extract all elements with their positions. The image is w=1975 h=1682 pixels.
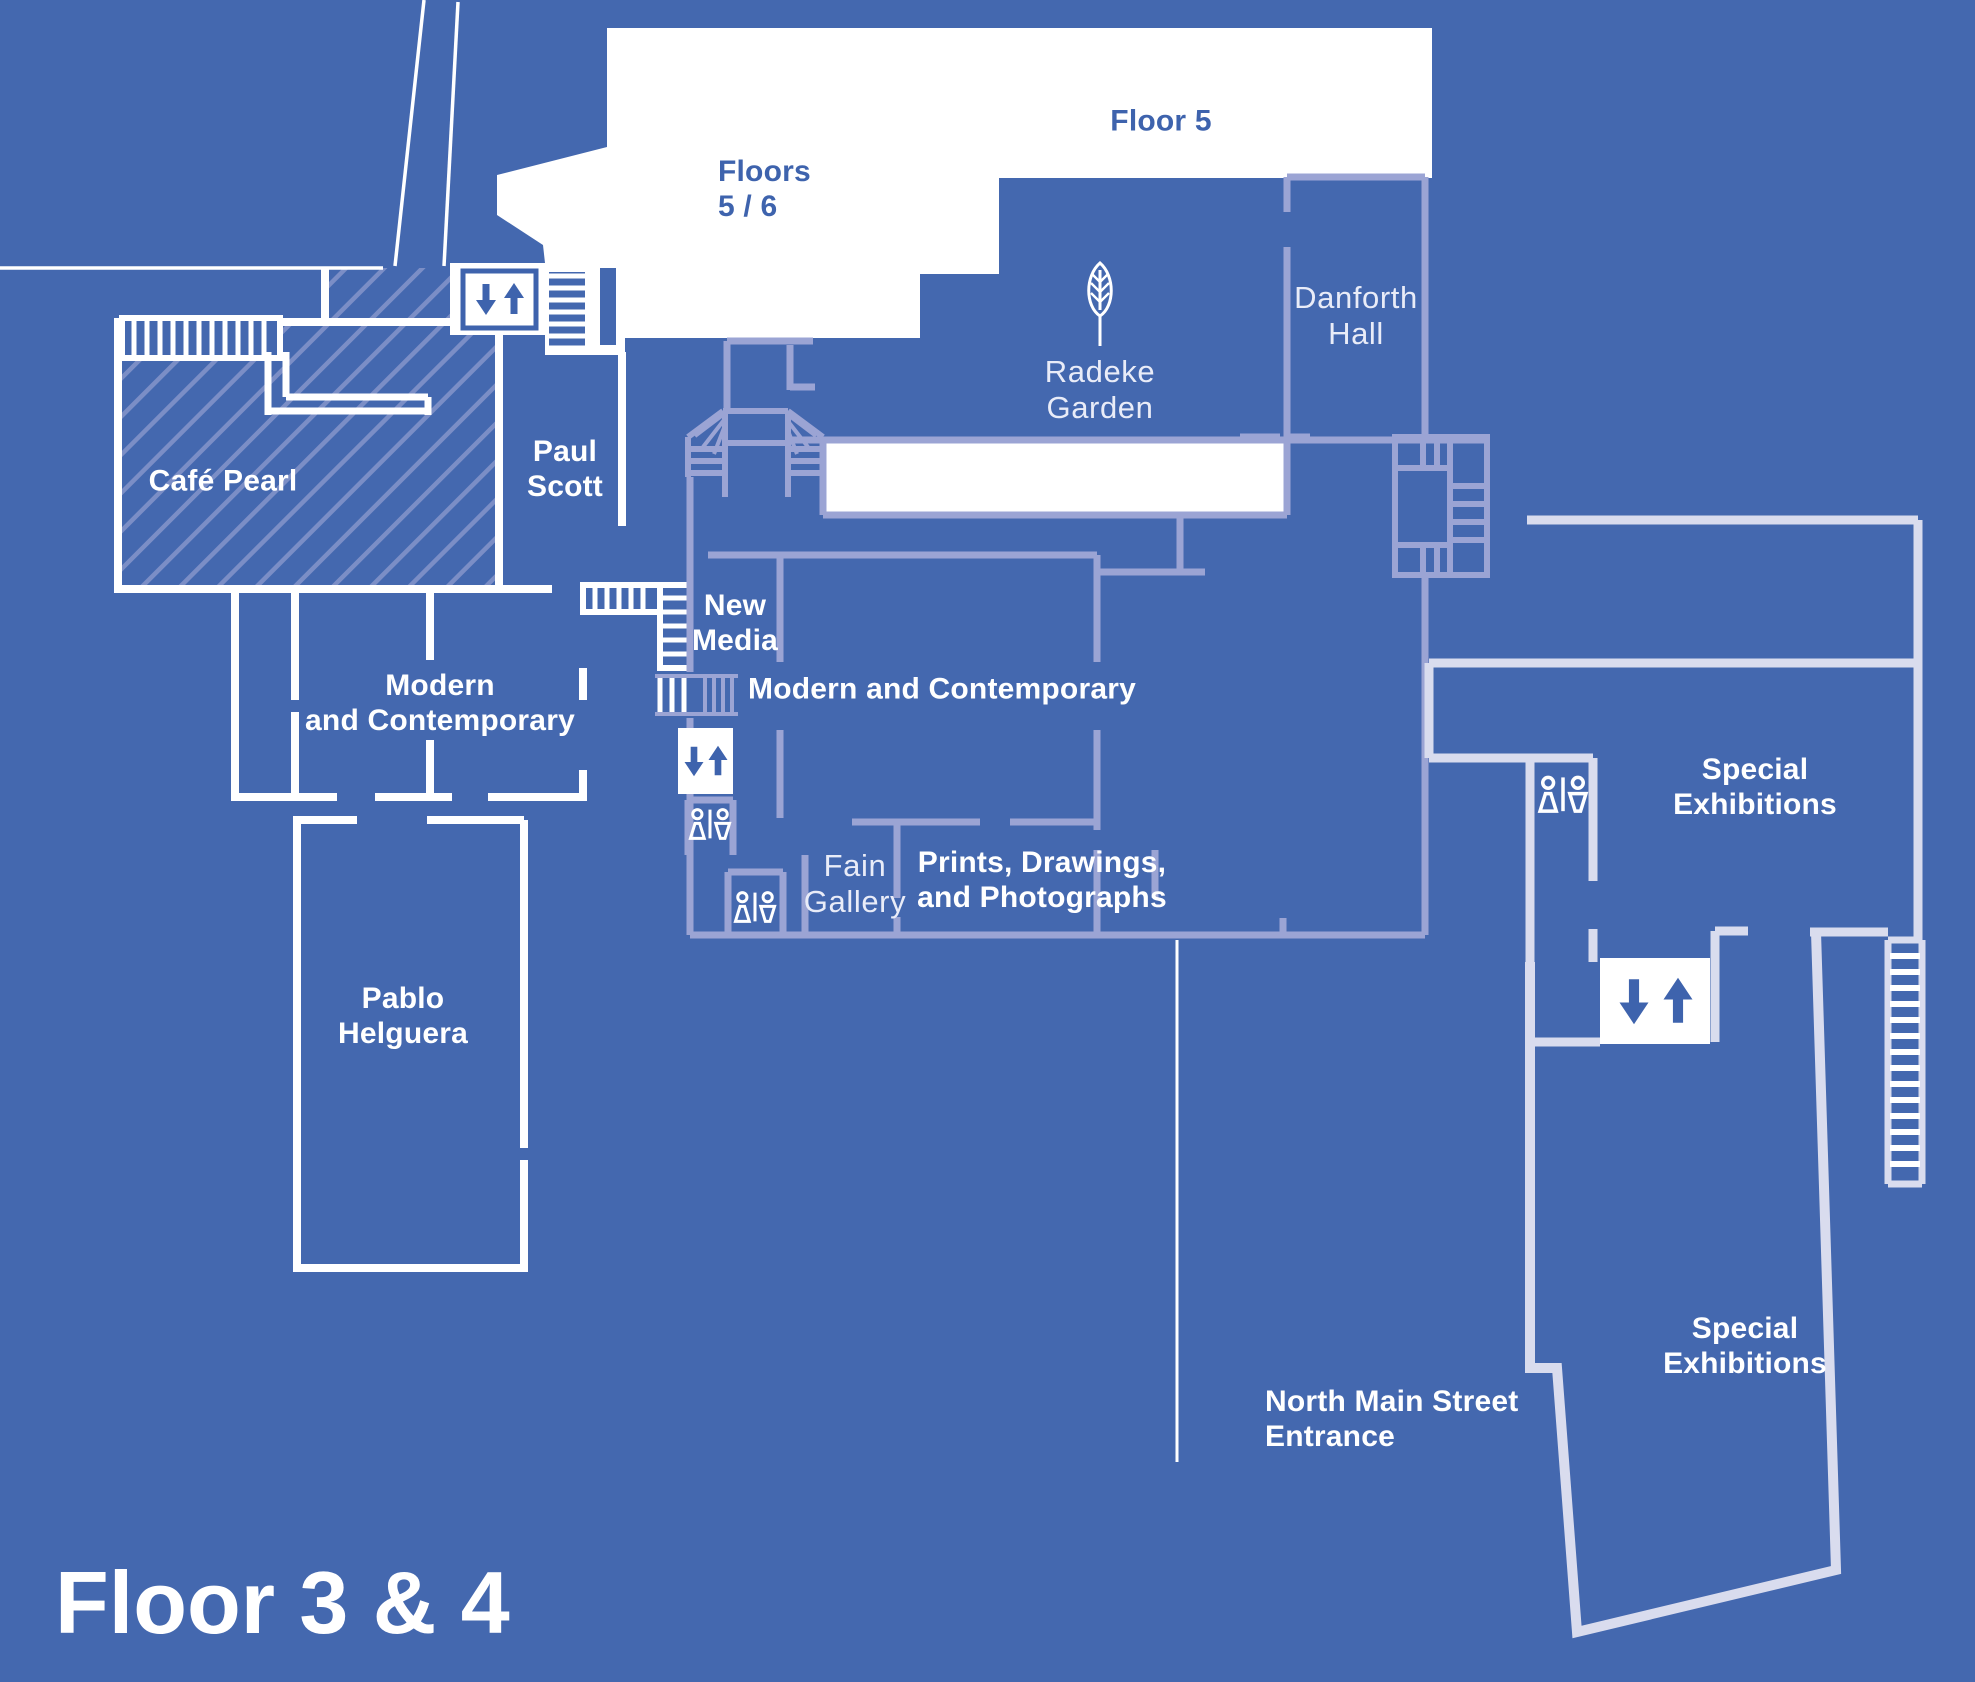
label-paul-scott: Paul Scott [527, 435, 603, 503]
label-north-main-entrance: North Main Street Entrance [1265, 1385, 1519, 1453]
label-new-media: New Media [691, 589, 779, 657]
pablo-helguera-room [293, 816, 528, 1272]
label-danforth-hall: Danforth Hall [1294, 280, 1418, 351]
cafe-counter [264, 352, 432, 415]
annex-stairs-icon [1884, 936, 1926, 1188]
leaf-icon [1087, 261, 1113, 346]
label-modern-contemporary-west: Modern and Contemporary [305, 669, 575, 737]
grand-staircase-icon [685, 408, 826, 515]
label-fain-gallery: Fain Gallery [803, 848, 907, 919]
skylight-opening [823, 440, 1287, 515]
label-radeke-garden: Radeke Garden [1044, 354, 1156, 425]
cafe-stairs-icon [119, 315, 283, 361]
label-prints-drawings: Prints, Drawings, and Photographs [917, 846, 1167, 914]
west-wing-walls [114, 268, 626, 801]
central-building-walls [684, 173, 1487, 939]
label-special-exhibitions-upper: Special Exhibitions [1673, 753, 1837, 821]
central-ladder-stairs-icon [655, 674, 738, 716]
elevator-central [678, 728, 733, 794]
label-modern-contemporary-main: Modern and Contemporary [748, 672, 1136, 706]
elevator-cafe [450, 263, 548, 335]
street-lines [0, 0, 460, 270]
west-l-stairs-icon [580, 582, 693, 671]
elevator-annex [1600, 958, 1710, 1044]
label-floor-5: Floor 5 [1110, 104, 1212, 138]
lower-building-outline [1525, 931, 1842, 1639]
label-floors-5-6: Floors 5 / 6 [718, 155, 811, 223]
cafe-pearl-hatched-area [118, 268, 497, 589]
label-pablo-helguera: Pablo Helguera [338, 982, 468, 1050]
page-title: Floor 3 & 4 [55, 1553, 510, 1652]
upper-floors-cutout [497, 28, 1432, 355]
label-cafe-pearl: Café Pearl [148, 464, 298, 498]
danforth-stairs-icon [1392, 434, 1490, 578]
north-stairs-icon [549, 268, 616, 351]
label-special-exhibitions-lower: Special Exhibitions [1663, 1312, 1827, 1380]
